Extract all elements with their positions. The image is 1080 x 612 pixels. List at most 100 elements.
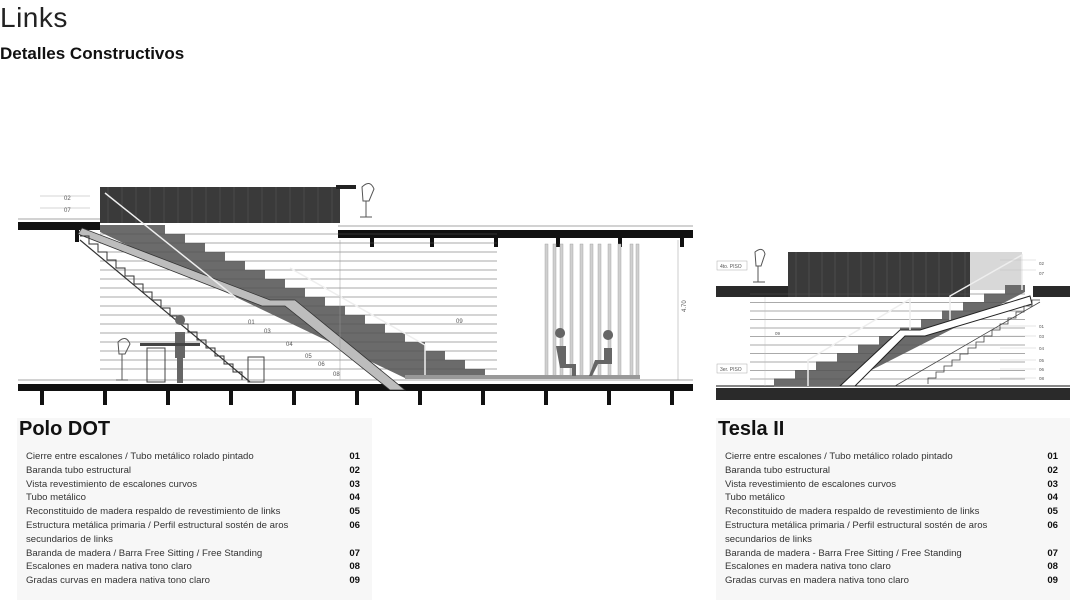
callout-05: 05 (1039, 358, 1045, 363)
tesla-ii-section-drawing: 4to. PISO 3er. PISO 02 07 01 03 04 05 06… (716, 248, 1070, 400)
callout-03: 03 (1039, 334, 1045, 339)
legend-item-number: 05 (1047, 506, 1058, 518)
legend-item: Baranda de madera / Barra Free Sitting /… (26, 547, 360, 561)
dimension-height: 4.70 (682, 300, 688, 312)
legend-item-number: 07 (349, 547, 360, 559)
legend-item-number: 02 (349, 464, 360, 476)
legend-item-text: Estructura metálica primaria / Perfil es… (725, 519, 988, 545)
beam (229, 391, 233, 405)
legend-item-number: 03 (1047, 478, 1058, 490)
legend-item-number: 07 (1047, 547, 1058, 559)
callout-09: 09 (456, 319, 463, 325)
beam (40, 391, 44, 405)
legend-item-text: Reconstituido de madera respaldo de reve… (26, 506, 281, 518)
upper-slab-left (716, 286, 788, 297)
floor-label-upper: 4to. PISO (720, 264, 742, 270)
platform (405, 375, 640, 379)
screen-slat (629, 243, 634, 379)
callout-08: 08 (333, 372, 340, 378)
beam (370, 238, 374, 247)
callout-04: 04 (1039, 346, 1045, 351)
handrail (104, 192, 236, 300)
person-standing-icon (175, 315, 186, 383)
polo-dot-section-drawing: 02 07 01 03 04 05 06 08 09 4.70 (18, 183, 693, 405)
person-seated-icon (555, 328, 576, 376)
callout-03: 03 (264, 329, 271, 335)
legend-item-text: Baranda tubo estructural (725, 464, 831, 476)
beam (544, 391, 548, 405)
cabinet (146, 347, 166, 383)
legend-item-number: 04 (349, 492, 360, 504)
legend-item-text: Baranda de madera - Barra Free Sitting /… (725, 547, 962, 559)
callout-01: 01 (1039, 324, 1045, 329)
callout-01: 01 (248, 320, 255, 326)
legend-item-number: 03 (349, 478, 360, 490)
legend-item-number: 04 (1047, 492, 1058, 504)
legend-item: Estructura metálica primaria / Perfil es… (26, 519, 360, 547)
upper-slab-right (338, 230, 693, 238)
legend-item: Estructura metálica primaria / Perfil es… (725, 519, 1058, 547)
callout-06: 06 (1039, 367, 1045, 372)
legend-item-text: Gradas curvas en madera nativa tono clar… (26, 575, 210, 587)
beam (494, 238, 498, 247)
upper-slab-right (1033, 286, 1070, 297)
handrail (807, 297, 911, 386)
legend-item: Cierre entre escalones / Tubo metálico r… (725, 450, 1058, 464)
legend-item-number: 09 (349, 575, 360, 587)
callout-09: 09 (775, 331, 781, 336)
tesla-ii-legend: Tesla II Cierre entre escalones / Tubo m… (716, 418, 1070, 600)
legend-item-number: 06 (349, 519, 360, 531)
stool-icon (116, 338, 131, 381)
screen-slat (544, 243, 549, 379)
legend-item: Gradas curvas en madera nativa tono clar… (26, 574, 360, 588)
bar-counter (140, 343, 200, 346)
upper-slab-left (18, 222, 100, 230)
legend-item-text: Cierre entre escalones / Tubo metálico r… (725, 451, 953, 462)
callout-02: 02 (1039, 261, 1045, 266)
legend-item: Tubo metálico 04 (26, 491, 360, 505)
screen-slat (617, 243, 622, 379)
callout-08: 08 (1039, 376, 1045, 381)
wood-steps (750, 285, 1025, 387)
wood-wall-panel (788, 252, 970, 297)
legend-item: Reconstituido de madera respaldo de reve… (26, 505, 360, 519)
legend-item-text: Escalones en madera nativa tono claro (26, 561, 192, 573)
callout-07: 07 (1039, 271, 1045, 276)
screen-slat (635, 243, 640, 379)
beam (556, 238, 560, 247)
legend-item-text: Baranda de madera / Barra Free Sitting /… (26, 547, 263, 559)
beam (292, 391, 296, 405)
beam (418, 391, 422, 405)
floor-label-lower: 3er. PISO (720, 367, 742, 373)
beam (75, 230, 79, 242)
wood-steps (100, 225, 497, 378)
beam (607, 391, 611, 405)
legend-item-text: Tubo metálico (26, 492, 86, 504)
legend-item-text: Escalones en madera nativa tono claro (725, 561, 891, 573)
counter-top (336, 185, 356, 189)
legend-item: Vista revestimiento de escalones curvos 0… (725, 478, 1058, 492)
beam (680, 238, 684, 247)
page-title: Links (0, 2, 68, 33)
legend-item-text: Vista revestimiento de escalones curvos (725, 478, 896, 490)
callout-02: 02 (64, 196, 71, 202)
stool-icon (753, 248, 766, 283)
legend-item-text: Gradas curvas en madera nativa tono clar… (725, 575, 909, 587)
lower-slab (716, 388, 1070, 400)
stool-icon (360, 183, 375, 218)
handrail (949, 253, 1023, 320)
lower-slab (18, 384, 693, 391)
legend-item-number: 01 (1047, 451, 1058, 462)
beam (166, 391, 170, 405)
legend-item: Baranda de madera - Barra Free Sitting /… (725, 547, 1058, 561)
legend-item: Escalones en madera nativa tono claro 08 (725, 560, 1058, 574)
legend-item-number: 01 (349, 451, 360, 462)
legend-item: Cierre entre escalones / Tubo metálico r… (26, 450, 360, 464)
legend-item-number: 08 (1047, 561, 1058, 573)
drawing-part (894, 301, 1041, 387)
stair-underside (927, 299, 1040, 384)
